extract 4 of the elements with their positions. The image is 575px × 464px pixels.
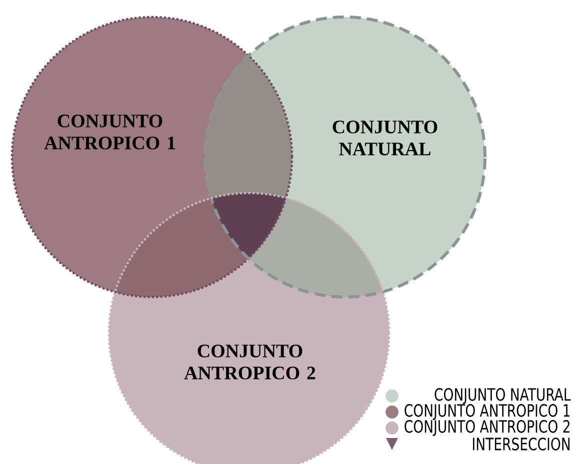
legend-label: INTERSECCION (473, 438, 570, 450)
legend-label: CONJUNTO NATURAL (434, 388, 571, 404)
legend-label: CONJUNTO ANTROPICO 1 (404, 404, 570, 420)
legend-label: CONJUNTO ANTROPICO 2 (404, 420, 570, 436)
